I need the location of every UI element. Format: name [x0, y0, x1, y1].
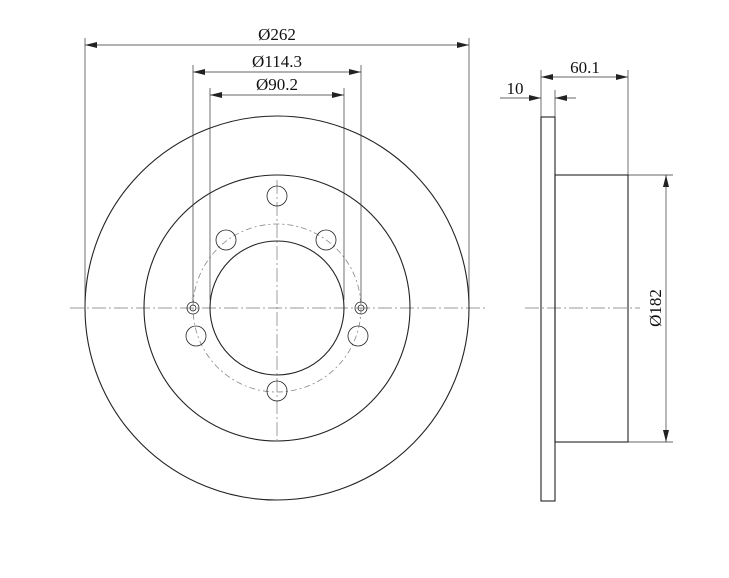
set-screw-hole-left-inner — [189, 304, 197, 312]
side-view — [525, 116, 640, 502]
bolt-hole-top — [266, 185, 288, 207]
bolt-hole-bottom — [266, 380, 288, 402]
disc-thickness-label: 10 — [507, 79, 524, 98]
bolt-hole-upper-left — [215, 229, 237, 251]
dimension-center-bore-diameter: Ø90.2 — [209, 75, 345, 300]
dimension-outer-diameter: Ø262 — [84, 25, 470, 308]
center-bore-diameter-label: Ø90.2 — [256, 75, 298, 94]
center-bore — [209, 240, 345, 376]
dimension-bolt-circle-diameter: Ø114.3 — [192, 52, 362, 302]
bolt-hole-upper-right — [315, 229, 337, 251]
hat-section — [554, 174, 629, 443]
hat-diameter-label: Ø182 — [646, 289, 665, 327]
bolt-hole-lower-left — [185, 325, 207, 347]
disc-plate-section — [540, 116, 556, 502]
dimension-hat-diameter: Ø182 — [628, 174, 673, 443]
front-view — [70, 115, 485, 501]
overall-height-label: 60.1 — [570, 58, 600, 77]
outer-diameter-label: Ø262 — [258, 25, 296, 44]
hat-edge — [143, 174, 411, 442]
bolt-circle — [192, 223, 362, 393]
dimension-disc-thickness: 10 — [500, 79, 576, 117]
dimension-overall-height: 60.1 — [540, 58, 629, 175]
bolt-circle-diameter-label: Ø114.3 — [252, 52, 302, 71]
set-screw-hole-right-inner — [357, 304, 365, 312]
bolt-hole-lower-right — [347, 325, 369, 347]
